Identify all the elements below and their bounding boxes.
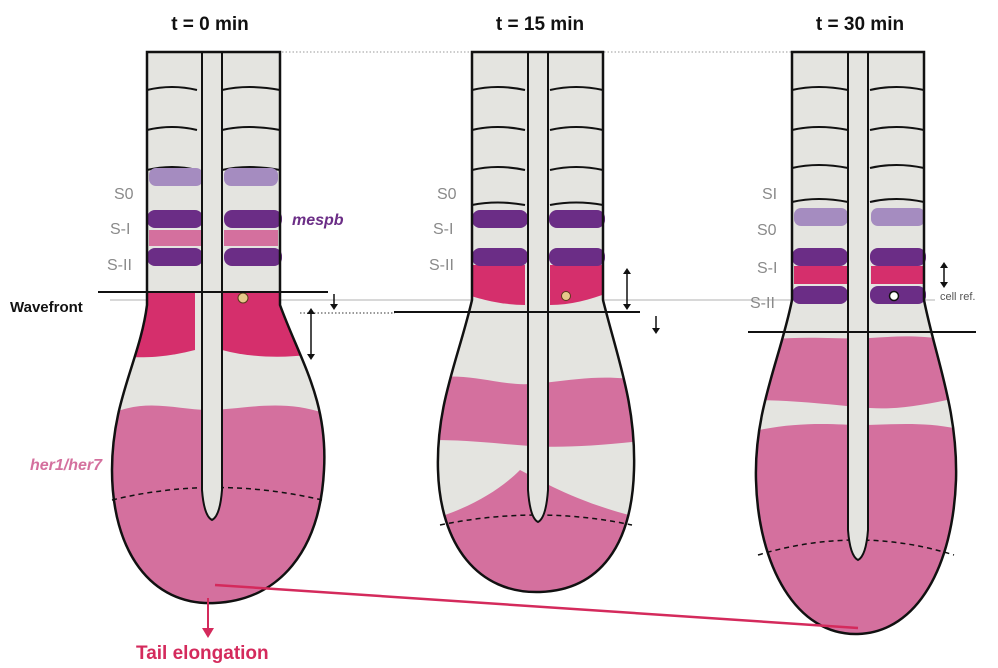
her-stripe-si-right bbox=[224, 230, 278, 246]
s0-stripe-t30-right bbox=[871, 208, 925, 226]
label-s0-p1: S0 bbox=[114, 186, 134, 203]
label-s0-p2: S0 bbox=[437, 186, 457, 203]
title-t0: t = 0 min bbox=[171, 14, 249, 35]
notochord-t30 bbox=[848, 52, 868, 560]
label-si-p2: S-I bbox=[433, 221, 453, 238]
embryo-tail-t15 bbox=[430, 52, 650, 620]
label-mespb: mespb bbox=[292, 212, 344, 229]
mespb-stripe-t30-right bbox=[870, 248, 926, 266]
tail-elongation-arrow-head bbox=[202, 628, 214, 638]
label-wavefront: Wavefront bbox=[10, 299, 83, 316]
title-t15: t = 15 min bbox=[496, 14, 584, 35]
notochord-t15 bbox=[528, 52, 548, 522]
embryo-tail-t30 bbox=[750, 52, 970, 650]
embryo-tail-t0 bbox=[100, 52, 340, 620]
mespb-stripe-t15-sii-left bbox=[472, 248, 528, 266]
label-s-i-p3: SI bbox=[762, 186, 777, 203]
label-si-p1: S-I bbox=[110, 221, 130, 238]
label-si-p3: S-I bbox=[757, 260, 777, 277]
her-stripe-t15-left bbox=[460, 265, 525, 305]
mespb-stripe-t15-sii-right bbox=[549, 248, 605, 266]
reference-cell-t0 bbox=[238, 293, 248, 303]
mespb-stripe-right bbox=[224, 210, 282, 228]
her-stripe-si-left bbox=[149, 230, 203, 246]
mespb-stripe-t30-left bbox=[792, 248, 848, 266]
label-tail-elongation: Tail elongation bbox=[136, 643, 269, 664]
label-sii-p1: S-II bbox=[107, 257, 132, 274]
label-s0-p3: S0 bbox=[757, 222, 777, 239]
reference-cell-t30 bbox=[890, 292, 899, 301]
mespb-stripe-sii-right bbox=[224, 248, 282, 266]
notochord-t0 bbox=[202, 52, 222, 520]
her-stripe-t30-right bbox=[871, 266, 925, 284]
mespb-stripe-sii-left bbox=[147, 248, 203, 266]
mespb-stripe-left bbox=[147, 210, 203, 228]
label-sii-p3: S-II bbox=[750, 295, 775, 312]
mespb-stripe-t15-right bbox=[549, 210, 605, 228]
s0-stripe-t30-left bbox=[794, 208, 848, 226]
reference-cell-t15 bbox=[562, 292, 571, 301]
label-her1-her7: her1/her7 bbox=[30, 457, 103, 474]
title-t30: t = 30 min bbox=[816, 14, 904, 35]
s0-stripe-left bbox=[149, 168, 203, 186]
mespb-stripe-t30-sii-left bbox=[792, 286, 848, 304]
s0-stripe-right bbox=[224, 168, 278, 186]
her-stripe-t30-left bbox=[794, 266, 848, 284]
label-sii-p2: S-II bbox=[429, 257, 454, 274]
label-cell-ref: cell ref. bbox=[940, 291, 975, 303]
mespb-stripe-t15-left bbox=[472, 210, 528, 228]
